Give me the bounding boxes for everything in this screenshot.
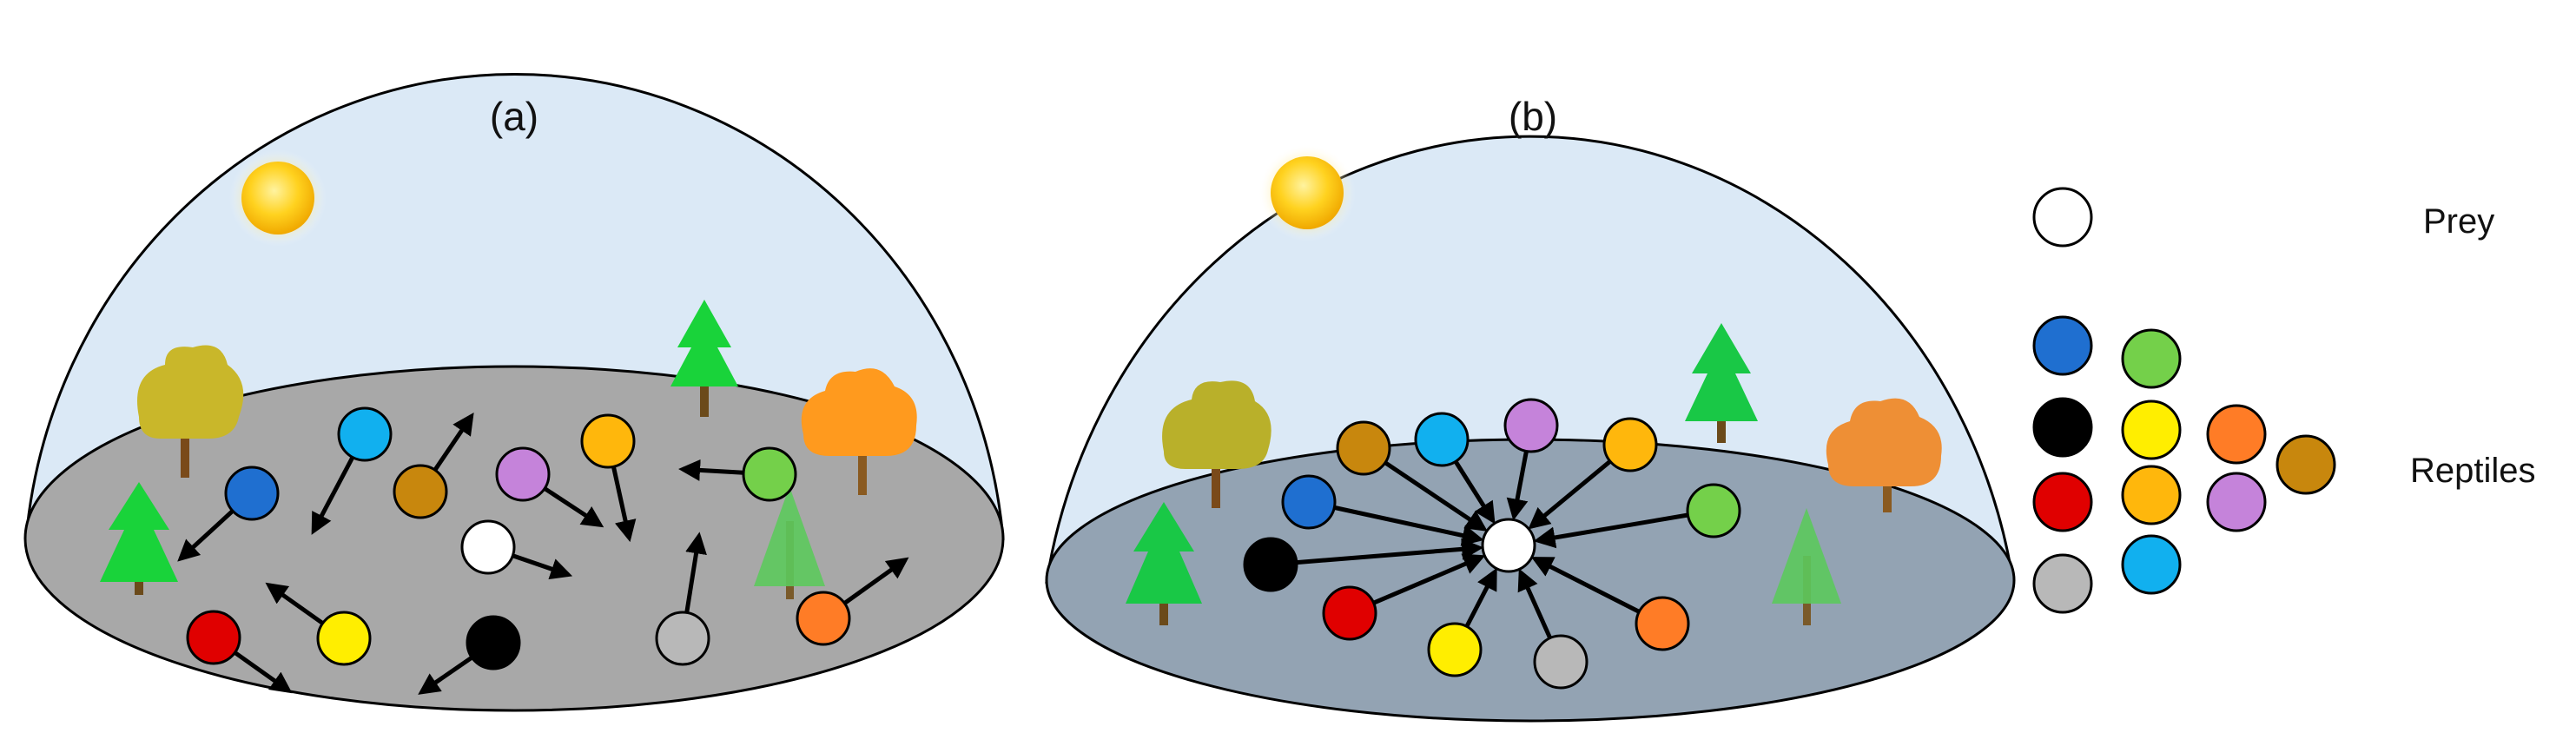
reptile-agent [742,446,797,502]
panel-b: (b) [1045,94,2016,723]
reptile-agent [1533,634,1589,690]
convergence-arrow [1528,459,1612,530]
convergence-arrow [1384,460,1488,532]
prey-agent [460,519,516,575]
pine-tree-icon [1772,508,1841,625]
convergence-arrow [1333,505,1484,546]
movement-arrows-a [177,413,909,695]
reptile-agent [1243,537,1298,592]
autumn-tree-icon [801,368,917,495]
reptile-agent [495,446,551,502]
movement-arrow [433,413,474,472]
movement-arrow [543,486,604,528]
movement-arrow [512,553,573,580]
reptile-agent [1602,417,1658,472]
movement-arrow [234,651,293,694]
legend-reptile-swatch [2032,472,2093,532]
reptile-agent [186,610,241,665]
reptile-agent [1427,622,1483,677]
panel-b-label: (b) [1509,94,1557,139]
autumn-tree-icon [1826,398,1942,512]
legend-reptile-swatch [2206,404,2267,465]
reptile-agent [1336,420,1391,476]
sun-icon [1258,144,1356,241]
convergence-arrow [1506,451,1529,521]
pine-tree-icon [1126,502,1202,625]
legend-reptile-swatch [2032,553,2093,614]
reptile-agent [655,611,710,666]
legend-reptile-swatch [2121,534,2182,595]
convergence-arrows-b [1296,451,1688,639]
movement-arrow [177,509,234,562]
legend-reptiles-label: Reptiles [2410,452,2536,490]
legend-reptile-swatch [2032,315,2093,376]
convergence-arrow [1372,553,1486,605]
agents-b [1243,398,1741,690]
panel-a-label: (a) [490,94,538,139]
reptile-agent [393,464,448,519]
legend-prey-label: Prey [2423,202,2494,241]
pine-tree-icon [754,486,825,599]
legend-reptile-swatch [2121,400,2182,460]
convergence-arrow [1296,538,1484,565]
deciduous-tree-icon [137,345,244,478]
movement-arrow [311,456,355,535]
convergence-arrow [1533,512,1688,549]
pine-tree-icon [1685,323,1758,443]
reptile-agent [337,406,393,462]
prey-agent [1481,518,1536,573]
movement-arrow [265,582,324,625]
movement-arrow [678,459,744,481]
deciduous-tree-icon [1162,380,1271,508]
reptile-agent [224,466,280,521]
reptile-agent [1322,585,1377,641]
sun-icon [229,149,327,247]
legend-reptile-swatch [2275,434,2336,495]
reptile-agent [580,413,636,469]
legend-reptile-swatch [2121,465,2182,525]
reptile-agent [1503,398,1559,453]
reptile-agent [466,615,521,670]
legend-prey-swatch [2032,187,2093,248]
agents-a [186,406,851,670]
legend: Prey Reptiles [2032,187,2536,614]
legend-reptile-swatch [2121,328,2182,389]
convergence-arrow [1517,568,1553,639]
convergence-arrow [1464,567,1497,628]
movement-arrow [611,466,637,543]
movement-arrow [684,532,707,613]
reptile-agent [1635,596,1690,651]
reptile-agent [316,611,372,666]
panel-a: (a) [23,73,1005,712]
reptile-agent [796,591,851,646]
legend-reptile-swatch [2032,397,2093,458]
convergence-arrow [1453,460,1496,525]
movement-arrow [418,655,473,695]
pine-tree-icon [100,482,178,595]
convergence-arrow [1530,557,1641,614]
reptile-agent [1686,483,1741,538]
reptile-agent [1414,412,1470,467]
legend-reptile-swatch [2206,472,2267,532]
pine-tree-icon [670,300,738,417]
reptile-agent [1281,474,1337,530]
movement-arrow [842,557,909,605]
